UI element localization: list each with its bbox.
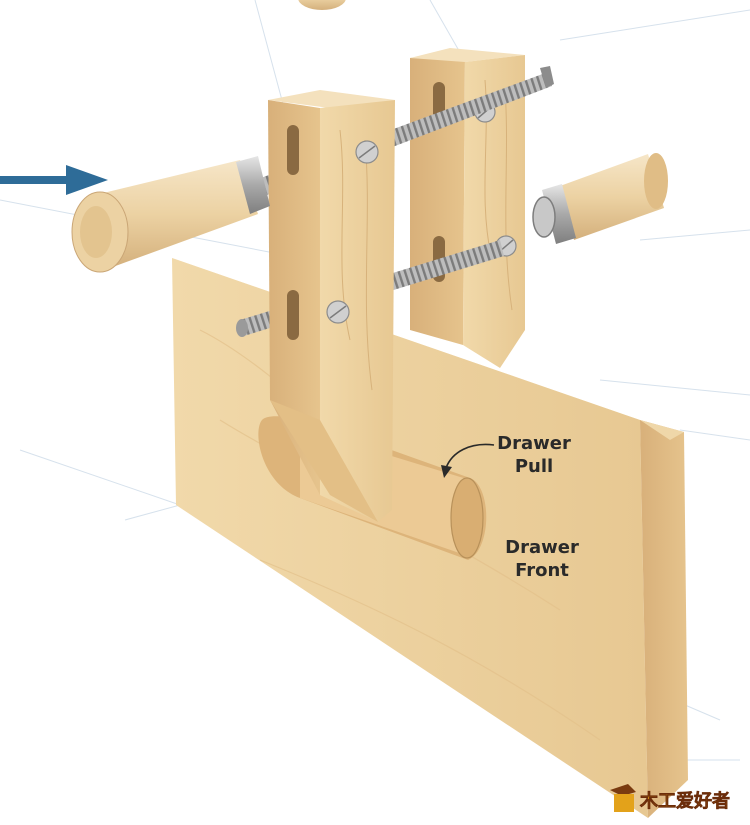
site-watermark-logo: 木工爱好者 <box>610 784 730 812</box>
drawer-pull-label: Drawer Pull <box>486 432 582 478</box>
handle-top-partial <box>298 0 346 10</box>
arrow-right-icon <box>0 165 108 195</box>
handle-left <box>71 156 270 273</box>
drawer-front-label: Drawer Front <box>496 536 588 582</box>
clamp-jaw-front <box>268 90 395 522</box>
handle-right <box>532 153 668 244</box>
drawer-front-label-text: Drawer Front <box>505 537 579 581</box>
watermark-text: 木工爱好者 <box>639 790 730 812</box>
drawer-pull-label-text: Drawer Pull <box>497 433 571 477</box>
drawer-pull-leader <box>441 443 495 478</box>
